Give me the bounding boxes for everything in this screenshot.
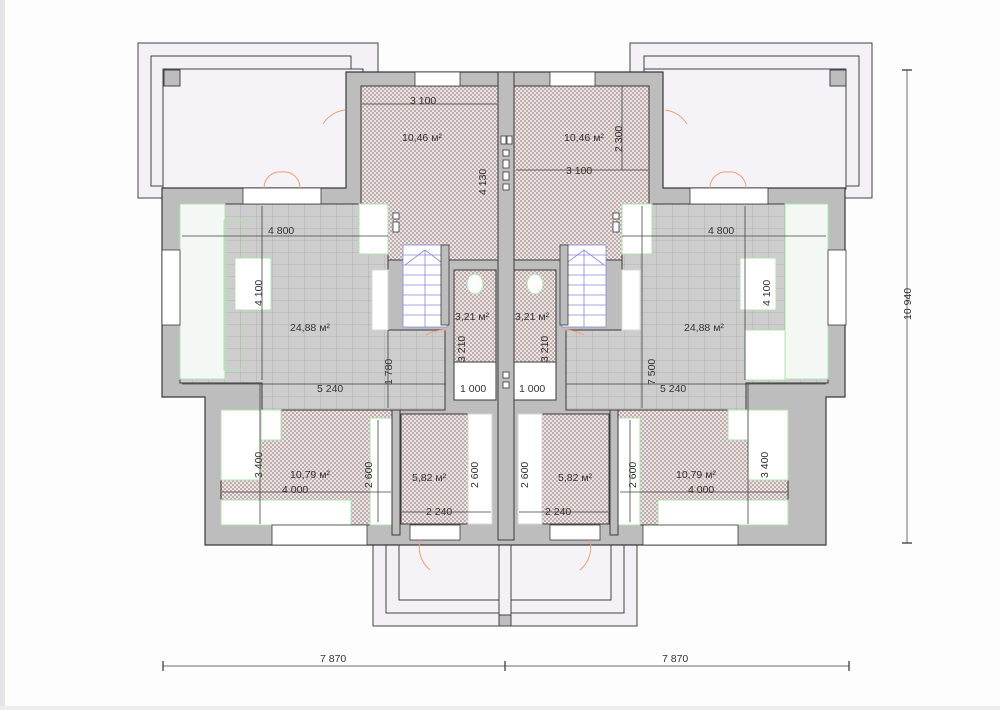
left-bedroom-height-dim: 4 130 xyxy=(477,169,489,195)
overall-width-dimension: 7 870 7 870 xyxy=(162,653,850,671)
left-kitchen-area: 10,79 м² xyxy=(290,469,330,481)
right-living-tall-dim: 7 500 xyxy=(646,359,658,385)
left-bath-height-dim: 3 210 xyxy=(456,336,468,362)
overall-height-dimension: 10 940 xyxy=(902,69,914,544)
left-living-side-dim: 1 780 xyxy=(383,359,395,385)
left-living-lower-dim: 5 240 xyxy=(317,383,343,395)
right-kitchen-width-dim: 4 000 xyxy=(688,484,714,496)
left-kitchen-width-dim: 4 000 xyxy=(282,484,308,496)
right-bedroom-height-dim: 2 300 xyxy=(613,126,625,152)
windows xyxy=(161,71,847,546)
vent-ducts xyxy=(392,135,620,389)
left-living-height-dim: 4 100 xyxy=(253,280,265,306)
right-bath-area: 3,21 м² xyxy=(515,311,550,323)
door-swings xyxy=(263,109,747,571)
left-bath-width-dim: 1 000 xyxy=(460,383,486,395)
overall-width-right: 7 870 xyxy=(662,653,688,665)
porch-bottom xyxy=(372,539,638,627)
right-hall-area: 5,82 м² xyxy=(558,472,593,484)
right-bedroom-area: 10,46 м² xyxy=(564,132,604,144)
left-hall-area: 5,82 м² xyxy=(412,472,447,484)
overall-width-left: 7 870 xyxy=(320,653,346,665)
left-staircase xyxy=(402,244,450,328)
left-hall-height-dim: 2 600 xyxy=(469,462,481,488)
right-bedroom-width-dim: 3 100 xyxy=(566,165,592,177)
right-living-area: 24,88 м² xyxy=(684,322,724,334)
interior-dimension-lines xyxy=(182,86,826,524)
terrace-top-right xyxy=(629,42,873,199)
right-bath-height-dim: 3 210 xyxy=(539,336,551,362)
left-bath-area: 3,21 м² xyxy=(455,311,490,323)
right-bath-width-dim: 1 000 xyxy=(519,383,545,395)
right-hall-height-dim: 2 600 xyxy=(519,462,531,488)
left-living-area: 24,88 м² xyxy=(290,322,330,334)
right-kitchen-height-dim: 3 400 xyxy=(759,452,771,478)
right-staircase xyxy=(559,244,607,328)
left-bedroom-area: 10,46 м² xyxy=(402,132,442,144)
terrace-top-left xyxy=(137,42,379,199)
right-living-lower-dim: 5 240 xyxy=(660,383,686,395)
overall-height: 10 940 xyxy=(902,288,914,320)
left-kitchen-height-dim: 3 400 xyxy=(253,452,265,478)
right-kitchen-side-dim: 2 600 xyxy=(627,462,639,488)
right-kitchen-area: 10,79 м² xyxy=(676,469,716,481)
right-living-height-dim: 4 100 xyxy=(761,280,773,306)
party-wall xyxy=(497,71,515,541)
right-living-width-dim: 4 800 xyxy=(708,225,734,237)
left-living-width-dim: 4 800 xyxy=(268,225,294,237)
left-kitchen-side-dim: 2 600 xyxy=(363,462,375,488)
viewer-left-border xyxy=(0,0,5,706)
left-bedroom-width-dim: 3 100 xyxy=(410,95,436,107)
viewer-bottom-border xyxy=(0,706,1000,710)
